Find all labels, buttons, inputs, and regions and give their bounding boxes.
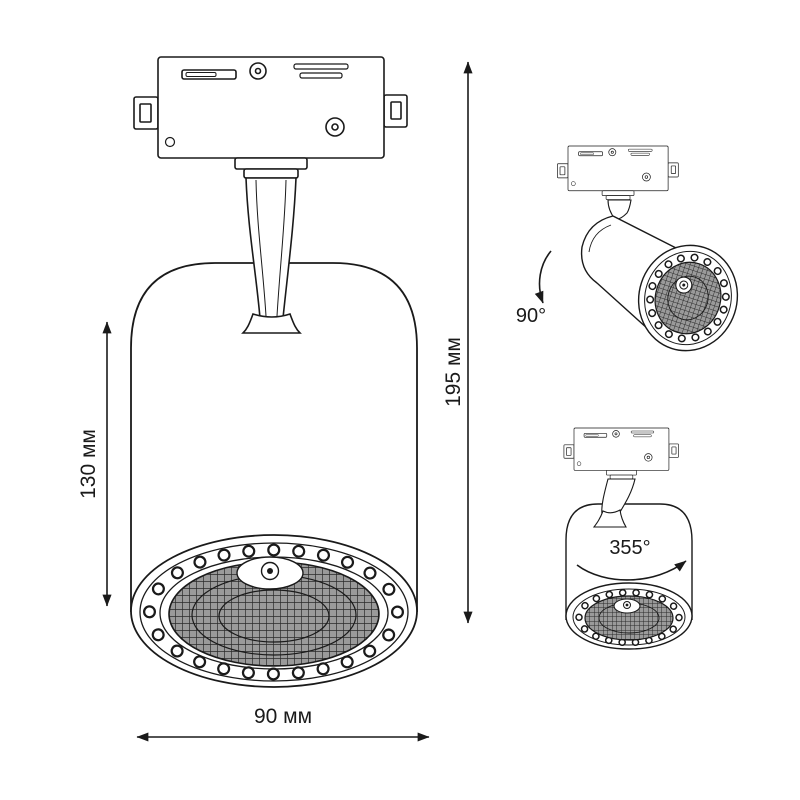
dimension-total-height-label: 195 мм <box>442 337 465 407</box>
rotation-355-arrow-icon <box>576 560 687 581</box>
pan-angle-label: 355° <box>609 537 650 559</box>
lamp-neck-small <box>607 199 632 220</box>
track-adapter <box>133 56 408 179</box>
reflector-ring-inner <box>218 589 330 643</box>
lens-face-tilted <box>637 244 739 352</box>
lens-small <box>565 582 693 650</box>
led-cap <box>236 556 304 590</box>
track-adapter-small <box>557 145 679 200</box>
body-back-detail <box>588 224 612 253</box>
lamp-neck <box>241 177 302 334</box>
lens-second-rim <box>139 542 409 682</box>
neck-flange <box>241 312 302 334</box>
dimension-body-height-label: 130 мм <box>77 429 100 499</box>
dimension-width: 90 мм <box>136 705 430 742</box>
pan-view: 355° <box>563 427 693 650</box>
dimension-width-label: 90 мм <box>254 705 312 728</box>
lens <box>130 534 418 688</box>
lens-scallop-ring-fill <box>145 545 402 679</box>
lamp-neck-small <box>592 478 636 528</box>
dimension-body-height: 130 мм <box>77 321 112 607</box>
rotation-90-arrow-icon <box>534 250 552 304</box>
tilt-view: 90° <box>516 145 739 352</box>
tilt-angle-label: 90° <box>516 305 546 327</box>
main-view: 130 мм 195 мм 90 мм <box>77 56 473 742</box>
dimension-total-height: 195 мм <box>442 61 473 624</box>
track-adapter-small <box>563 427 679 480</box>
